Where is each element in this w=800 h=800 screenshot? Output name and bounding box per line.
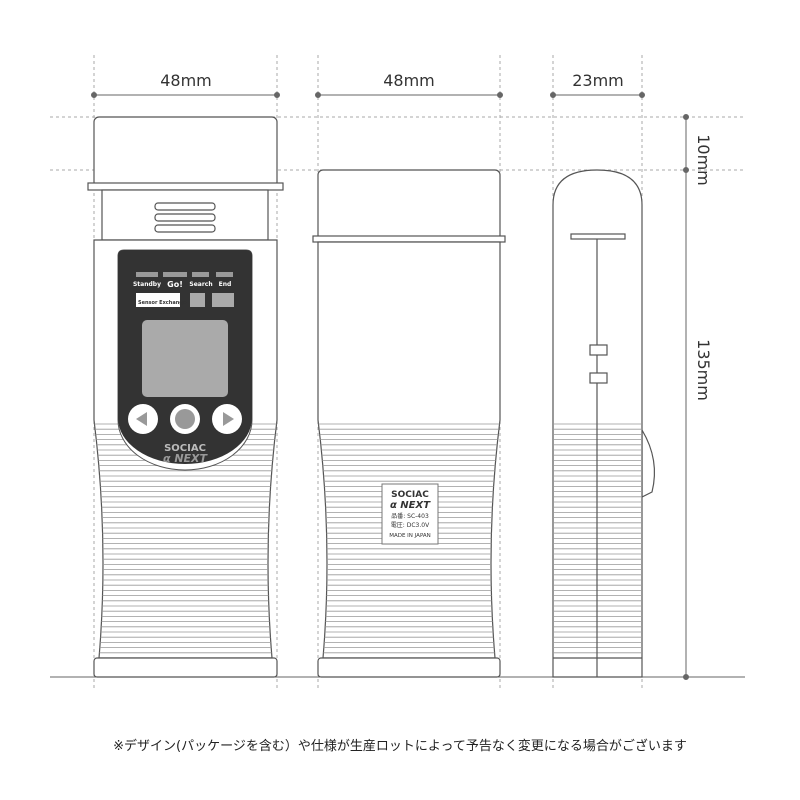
front-model: α NEXT: [163, 452, 209, 465]
indicator-lights: [136, 272, 233, 277]
label-standby: Standby: [133, 281, 161, 288]
sensor-exchange-label: Sensor Exchange: [138, 300, 187, 306]
label-voltage: 電圧: DC3.0V: [391, 522, 430, 529]
label-search: Search: [189, 281, 212, 288]
grip-stripes: [318, 423, 500, 654]
label-model: α NEXT: [390, 500, 431, 511]
product-label: [381, 483, 439, 545]
front-brand: SOCIAC: [164, 443, 206, 454]
label-brand: SOCIAC: [391, 490, 429, 500]
sensor-exchange-badge: [136, 293, 180, 307]
dim-back-width: 48mm: [383, 71, 435, 90]
display-screen: [142, 320, 228, 397]
label-end: End: [219, 281, 232, 288]
dim-body-height: 135mm: [694, 339, 713, 401]
left-arrow-icon: [136, 412, 147, 426]
label-part-no: 品番: SC-403: [391, 513, 429, 520]
right-arrow-icon: [223, 412, 234, 426]
label-go: Go!: [167, 280, 183, 289]
dimension-arrows: [91, 92, 689, 680]
label-origin: MADE IN JAPAN: [389, 533, 431, 539]
back-view: [312, 169, 506, 678]
dim-depth: 23mm: [572, 71, 624, 90]
dim-front-width: 48mm: [160, 71, 212, 90]
side-view: [552, 169, 656, 678]
indicator-rect: [212, 293, 234, 307]
circle-icon: [175, 409, 195, 429]
disclaimer-note: ※デザイン(パッケージを含む）や仕様が生産ロットによって予告なく変更になる場合が…: [113, 739, 687, 754]
dim-cap-height: 10mm: [694, 134, 713, 186]
indicator-square: [190, 293, 205, 307]
